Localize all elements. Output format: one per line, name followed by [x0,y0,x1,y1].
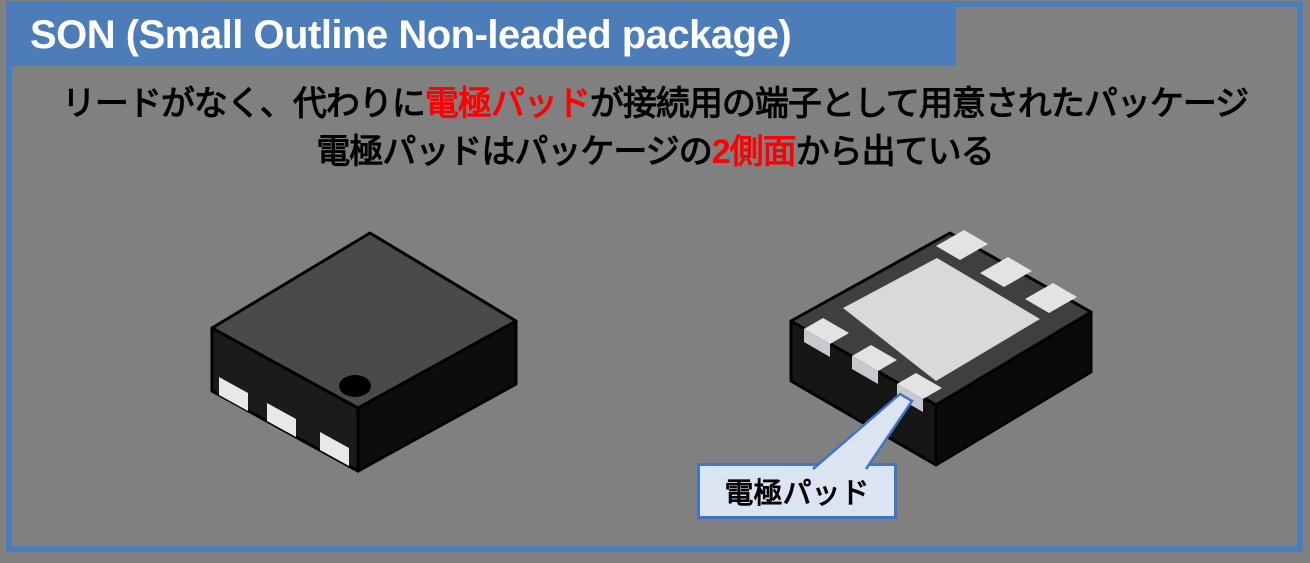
electrode-pad [936,230,988,260]
electrode-pad [219,377,248,411]
line2-highlight: 2側面 [711,133,797,171]
electrode-pad [852,345,897,371]
pin1-marker-dot [339,375,371,397]
line1-pre: リードがなく、代わりに [61,85,426,123]
description-line-1: リードがなく、代わりに電極パッドが接続用の端子として用意されたパッケージ [12,80,1298,128]
electrode-pad-fold [852,356,878,384]
description-line-2: 電極パッドはパッケージの2側面から出ている [12,128,1298,176]
electrode-pad [804,318,849,344]
callout-pointer-outline [812,392,914,470]
electrode-pad [267,403,296,437]
page-title: SON (Small Outline Non-leaded package) [30,12,792,57]
left-package-top-face [210,231,518,410]
electrode-pad [1025,283,1077,313]
line2-post: から出ている [795,133,995,171]
description-text: リードがなく、代わりに電極パッドが接続用の端子として用意されたパッケージ 電極パ… [12,80,1298,176]
die-pad [843,258,1040,381]
electrode-pad-fold [804,329,830,357]
electrode-pad [320,432,349,466]
package-top-view-illustration [210,231,518,473]
line1-post: が接続用の端子として用意されたパッケージ [589,85,1249,123]
line2-pre: 電極パッドはパッケージの [316,133,712,171]
electrode-pad-label: 電極パッド [724,478,870,510]
package-bottom-view-illustration [789,230,1093,467]
electrode-pad-callout: 電極パッド [697,463,897,519]
title-bar: SON (Small Outline Non-leaded package) [8,4,956,66]
electrode-pad [897,373,942,399]
electrode-pad-fold [897,384,923,412]
callout-pointer [813,394,912,469]
line1-highlight: 電極パッド [424,85,591,123]
electrode-pad [980,257,1032,287]
